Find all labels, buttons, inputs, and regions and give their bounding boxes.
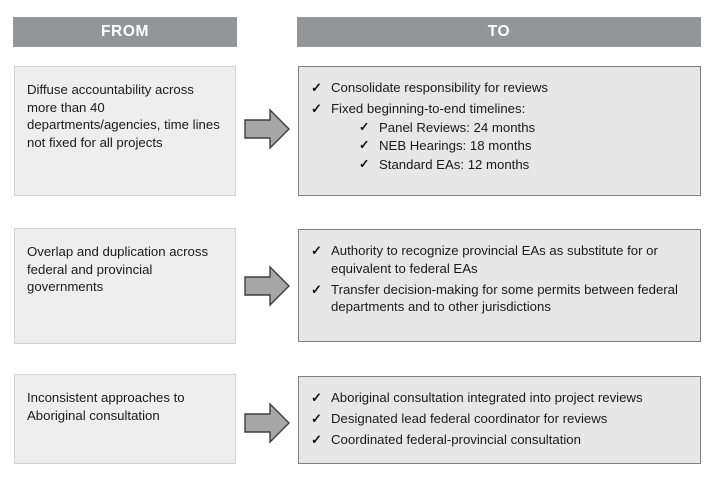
sub-list-item-label: Standard EAs: 12 months [379, 157, 530, 173]
column-header-to: TO [297, 17, 701, 47]
to-panel-3-list: ✓ Aboriginal consultation integrated int… [309, 389, 688, 448]
to-panel-3: ✓ Aboriginal consultation integrated int… [298, 376, 701, 464]
from-panel-2: Overlap and duplication across federal a… [14, 228, 236, 344]
check-icon: ✓ [311, 410, 322, 426]
list-item: ✓ Designated lead federal coordinator fo… [309, 410, 688, 428]
list-item: ✓ Authority to recognize provincial EAs … [309, 242, 688, 278]
check-icon: ✓ [311, 100, 322, 116]
arrow-icon-3 [244, 402, 290, 444]
list-item: ✓ Aboriginal consultation integrated int… [309, 389, 688, 407]
to-panel-1: ✓ Consolidate responsibility for reviews… [298, 66, 701, 196]
from-panel-2-text: Overlap and duplication across federal a… [27, 244, 209, 294]
to-panel-1-sublist: ✓ Panel Reviews: 24 months ✓ NEB Hearing… [331, 119, 688, 174]
column-header-from-label: FROM [100, 23, 150, 40]
list-item: ✓ Consolidate responsibility for reviews [309, 79, 688, 97]
list-item-label: Designated lead federal coordinator for … [331, 410, 608, 426]
from-panel-1: Diffuse accountability across more than … [14, 66, 236, 196]
sub-list-item-label: Panel Reviews: 24 months [379, 119, 536, 135]
from-panel-3-text: Inconsistent approaches to Aboriginal co… [27, 390, 185, 423]
list-item-label: Fixed beginning-to-end timelines: [331, 100, 526, 116]
column-header-from: FROM [13, 17, 237, 47]
list-item: ✓ Fixed beginning-to-end timelines: ✓ Pa… [309, 100, 688, 174]
sub-list-item: ✓ Standard EAs: 12 months [359, 156, 688, 174]
list-item-label: Transfer decision-making for some permit… [331, 281, 678, 315]
check-icon: ✓ [311, 390, 322, 405]
check-icon: ✓ [311, 431, 322, 447]
list-item: ✓ Transfer decision-making for some perm… [309, 281, 688, 317]
check-icon: ✓ [359, 157, 370, 172]
to-panel-2: ✓ Authority to recognize provincial EAs … [298, 229, 701, 342]
list-item-label: Consolidate responsibility for reviews [331, 80, 548, 95]
list-item-label: Aboriginal consultation integrated into … [331, 390, 643, 405]
from-panel-1-text: Diffuse accountability across more than … [27, 82, 220, 150]
check-icon: ✓ [359, 138, 370, 153]
list-item: ✓ Coordinated federal-provincial consult… [309, 431, 688, 449]
check-icon: ✓ [311, 243, 322, 258]
sub-list-item: ✓ NEB Hearings: 18 months [359, 137, 688, 155]
from-panel-3: Inconsistent approaches to Aboriginal co… [14, 374, 236, 464]
sub-list-item-label: NEB Hearings: 18 months [379, 138, 532, 154]
check-icon: ✓ [311, 281, 322, 297]
arrow-icon-1 [244, 108, 290, 150]
to-panel-2-list: ✓ Authority to recognize provincial EAs … [309, 242, 688, 316]
check-icon: ✓ [359, 119, 370, 134]
arrow-icon-2 [244, 265, 290, 307]
to-panel-1-list: ✓ Consolidate responsibility for reviews… [309, 79, 688, 174]
list-item-label: Authority to recognize provincial EAs as… [331, 243, 658, 276]
check-icon: ✓ [311, 80, 322, 95]
list-item-label: Coordinated federal-provincial consultat… [331, 431, 581, 447]
sub-list-item: ✓ Panel Reviews: 24 months [359, 119, 688, 137]
column-header-to-label: TO [487, 23, 511, 40]
